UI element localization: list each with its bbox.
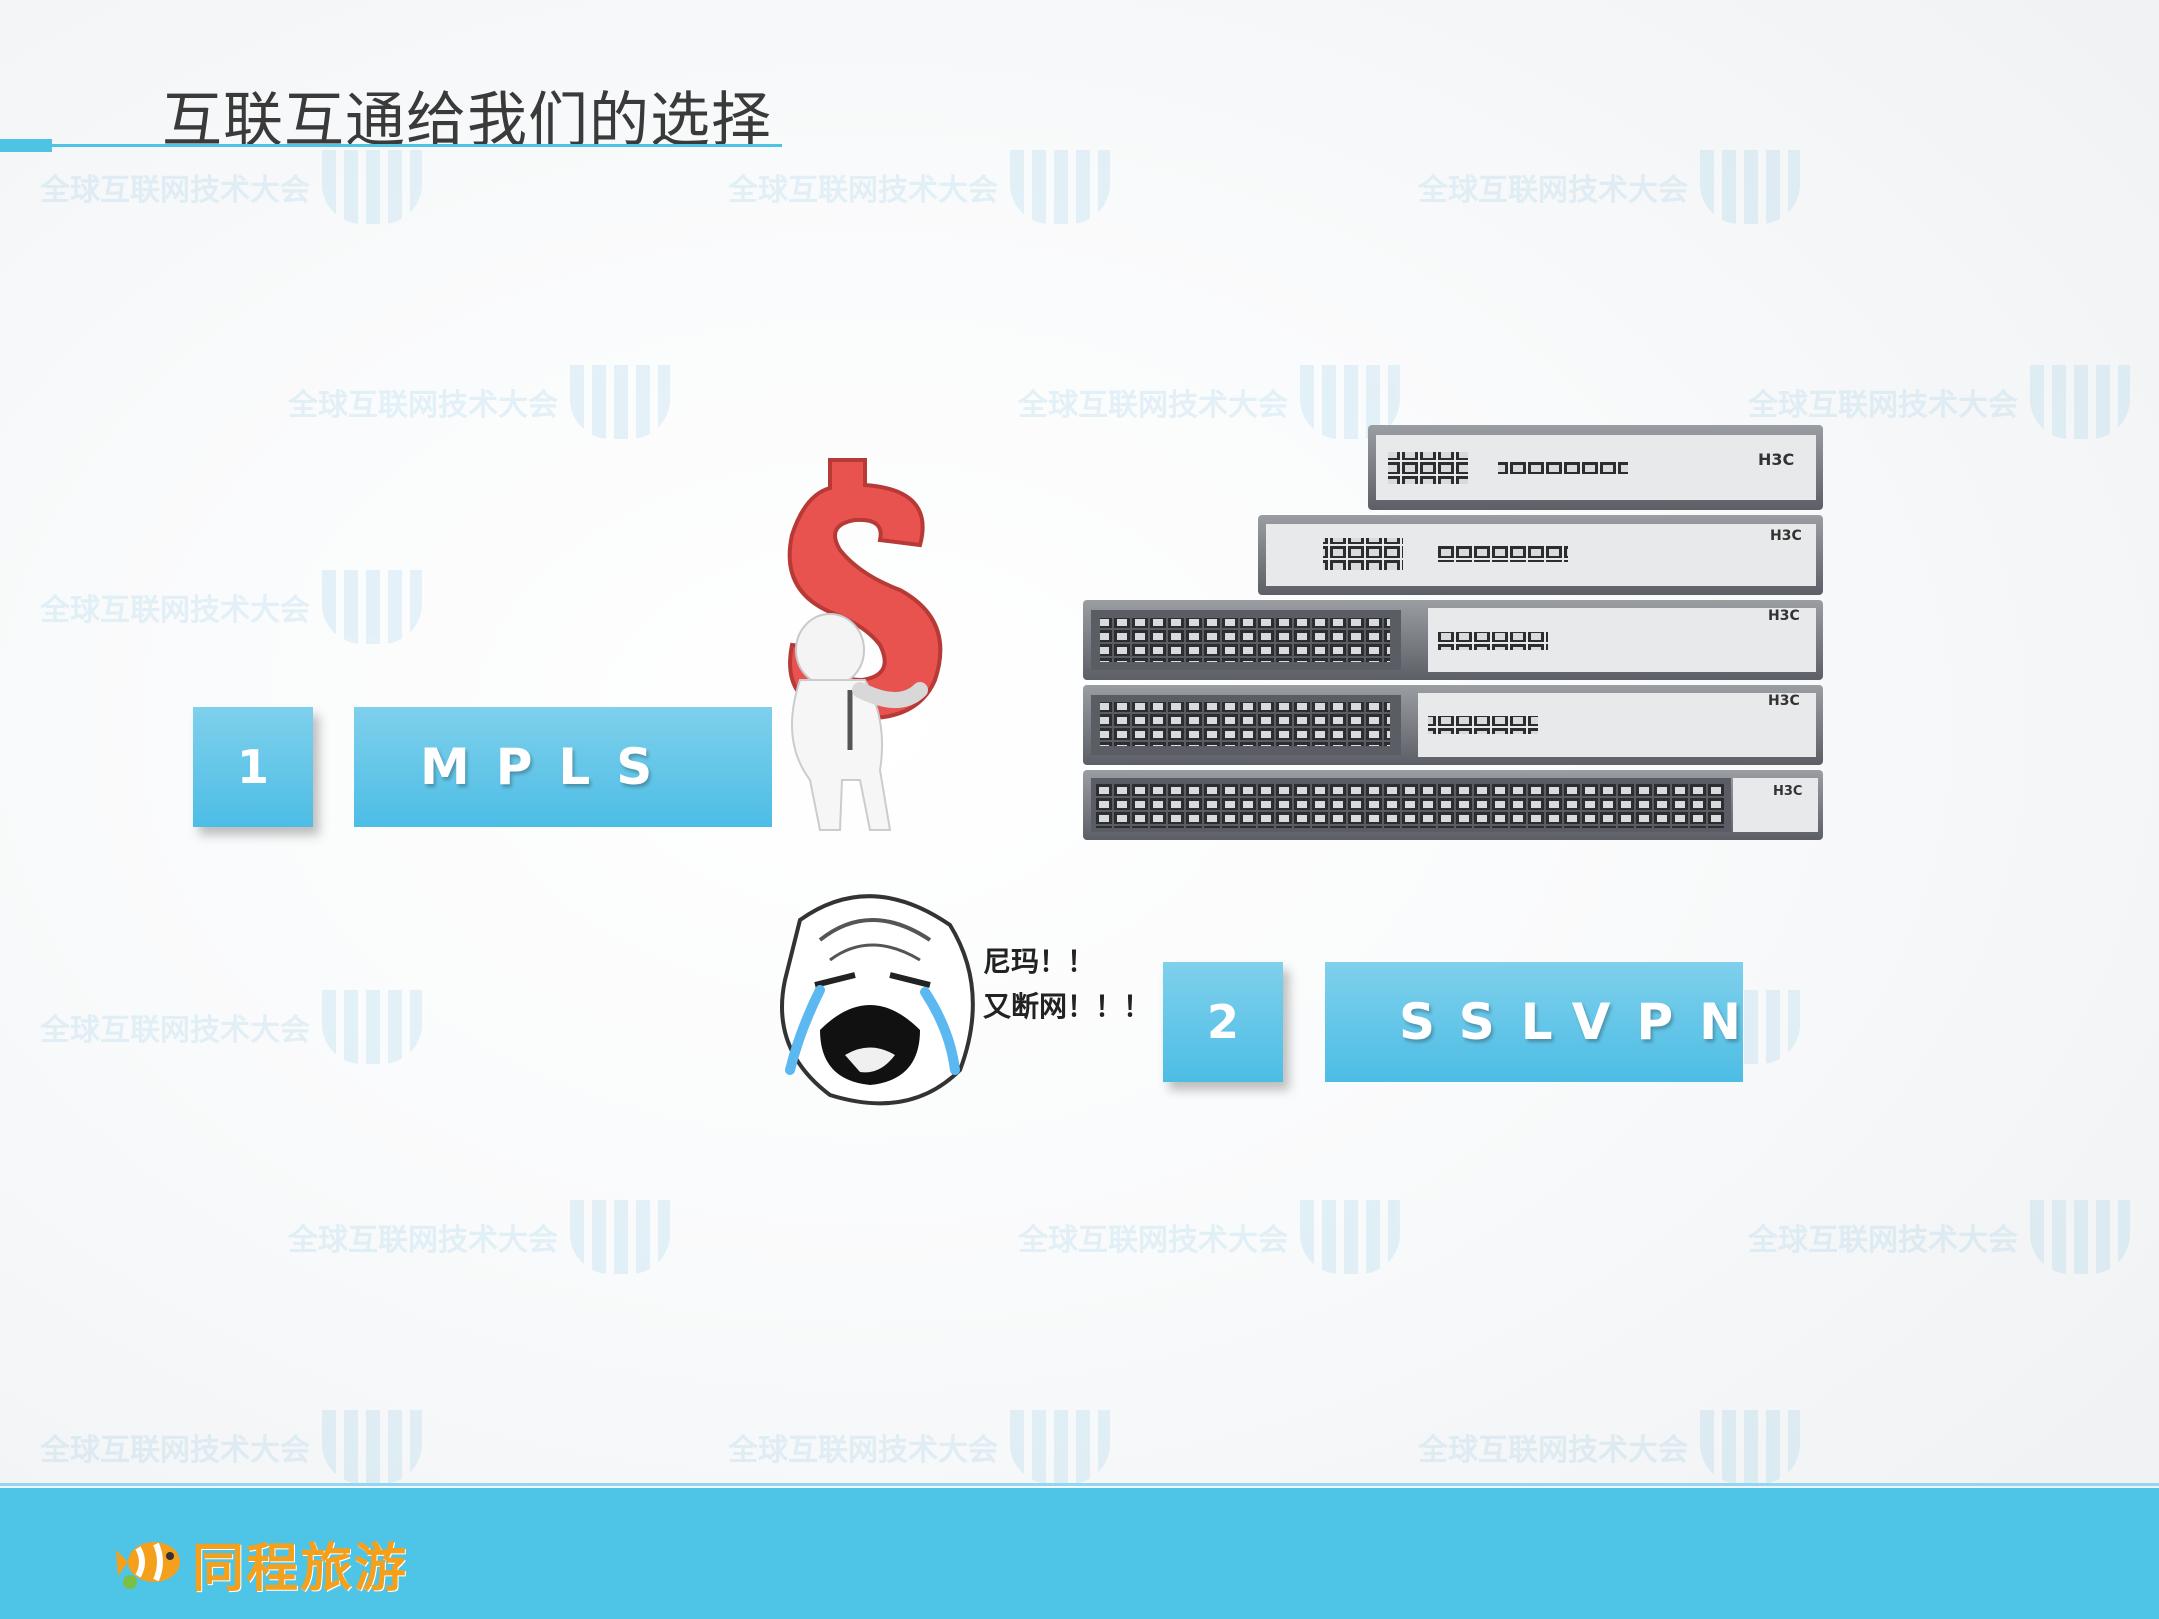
- clownfish-logo-icon: [116, 1541, 180, 1589]
- watermark: 全球互联网技术大会: [40, 1410, 422, 1484]
- footer-divider: [0, 1483, 2159, 1486]
- watermark: 全球互联网技术大会: [40, 150, 422, 224]
- switch-brand-label: H3C: [1768, 693, 1800, 709]
- watermark: 全球互联网技术大会: [1018, 1200, 1400, 1274]
- dollar-carrying-figure: [787, 458, 943, 831]
- rage-face-image: [780, 894, 975, 1106]
- switch-brand-label: H3C: [1770, 528, 1802, 544]
- company-logo: 同程旅游: [116, 1526, 408, 1601]
- option-2-number: 2: [1163, 962, 1283, 1082]
- rage-text-line2: 又断网！！！: [983, 990, 1152, 1023]
- watermark: 全球互联网技术大会: [40, 570, 422, 644]
- footer-bar: [0, 1488, 2159, 1619]
- title-underline: [0, 144, 782, 147]
- option-2-label: SSLVPN: [1325, 962, 1743, 1082]
- logo-text: 同程旅游: [192, 1539, 409, 1599]
- watermark: 全球互联网技术大会: [40, 990, 422, 1064]
- option-1-number: 1: [193, 707, 313, 827]
- watermark: 全球互联网技术大会: [1418, 150, 1800, 224]
- option-1-label: MPLS: [354, 707, 772, 827]
- rage-text-line1: 尼玛！！: [983, 945, 1096, 978]
- watermark: 全球互联网技术大会: [1418, 1410, 1800, 1484]
- watermark: 全球互联网技术大会: [1748, 1200, 2130, 1274]
- watermark: 全球互联网技术大会: [728, 1410, 1110, 1484]
- network-switches-image: H3C H3C H3C H3C H3C: [1083, 425, 1823, 840]
- watermark: 全球互联网技术大会: [288, 365, 670, 439]
- switch-brand-label: H3C: [1758, 450, 1794, 469]
- switch-brand-label: H3C: [1773, 784, 1802, 799]
- watermark: 全球互联网技术大会: [288, 1200, 670, 1274]
- switch-brand-label: H3C: [1768, 608, 1800, 624]
- watermark: 全球互联网技术大会: [728, 150, 1110, 224]
